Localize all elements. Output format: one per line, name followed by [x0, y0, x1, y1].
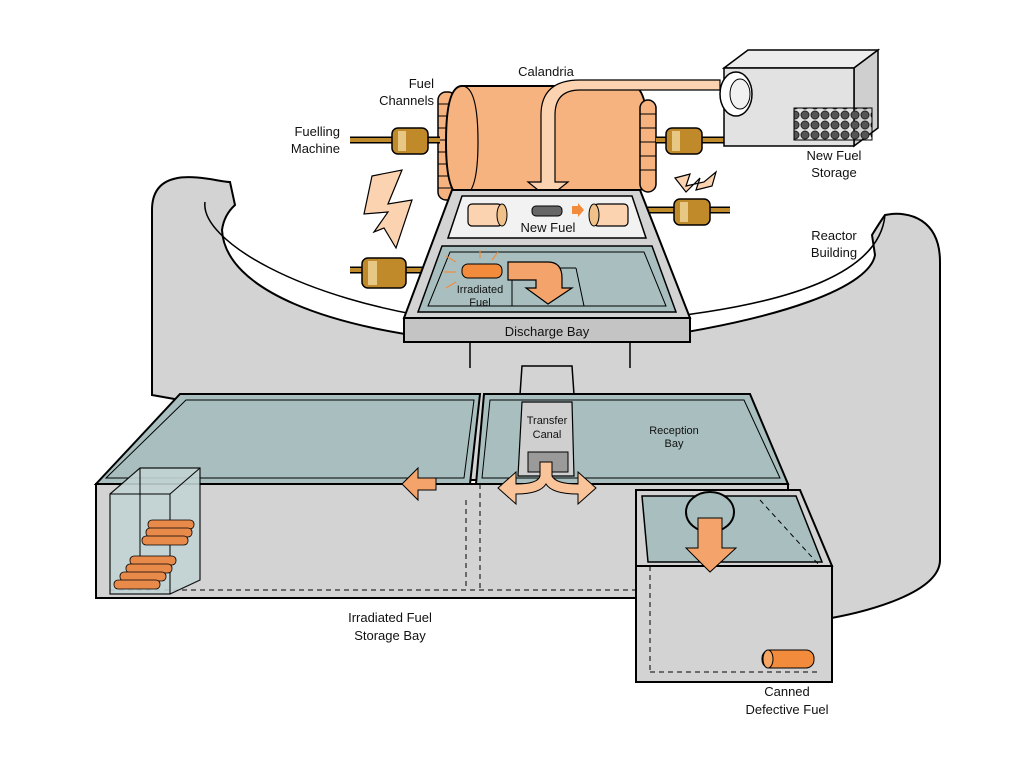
new-fuel-storage-label-line2: Storage [811, 165, 857, 180]
new-fuel-bundle-right [588, 203, 629, 227]
defective-fuel-down-arrow [684, 517, 738, 573]
fuelling-machine-transfer-arrow-right [673, 170, 718, 193]
fuel-channels-label-line1: Fuel [409, 76, 434, 91]
storage-bay-label-line2: Storage Bay [354, 628, 426, 643]
fuel-channels-label-line2: Channels [379, 93, 434, 108]
reception-bay-label-line2: Bay [665, 438, 684, 450]
reactor-building-label-line2: Building [811, 245, 857, 260]
new-fuel-path-arrow [526, 79, 721, 199]
irradiated-fuel-bundle [444, 250, 503, 289]
canned-defective-fuel-label-line1: Canned [764, 684, 810, 699]
fuel-channels-right [639, 99, 657, 193]
transfer-left-arrow [401, 466, 437, 502]
discharge-down-arrow [507, 261, 574, 305]
irradiated-fuel-label-line2: Fuel [469, 297, 490, 309]
labels: Calandria Fuel Channels Fuelling Machine… [291, 64, 862, 717]
new-fuel-storage-label-line1: New Fuel [807, 148, 862, 163]
new-fuel-storage [719, 48, 881, 148]
fuelling-machine-label-line2: Machine [291, 141, 340, 156]
fuelling-machine-upper-left [350, 127, 440, 155]
new-fuel-bundle-left [467, 203, 508, 227]
discharge-bay [402, 189, 692, 343]
discharge-bay-label: Discharge Bay [505, 324, 590, 339]
transfer-split-arrow [497, 461, 597, 506]
new-fuel-bundle [531, 205, 563, 217]
fuelling-machine-label-line1: Fuelling [294, 124, 340, 139]
fuelling-machine-transfer-arrow-left [363, 169, 413, 250]
stored-irradiated-fuel-bundles [113, 519, 195, 590]
storage-bay-label-line1: Irradiated Fuel [348, 610, 432, 625]
transfer-canal-label-line1: Transfer [527, 415, 568, 427]
irradiated-fuel-label-line1: Irradiated [457, 284, 503, 296]
new-fuel-bundles [793, 107, 873, 141]
transfer-canal-label-line2: Canal [533, 429, 562, 441]
canned-defective-fuel-label-line2: Defective Fuel [745, 702, 828, 717]
calandria-label: Calandria [518, 64, 574, 79]
canned-defective-fuel [761, 649, 815, 669]
reactor-building-label-line1: Reactor [811, 228, 857, 243]
pool-structure [93, 365, 834, 683]
new-fuel-label: New Fuel [521, 220, 576, 235]
reception-bay-label-line1: Reception [649, 425, 699, 437]
